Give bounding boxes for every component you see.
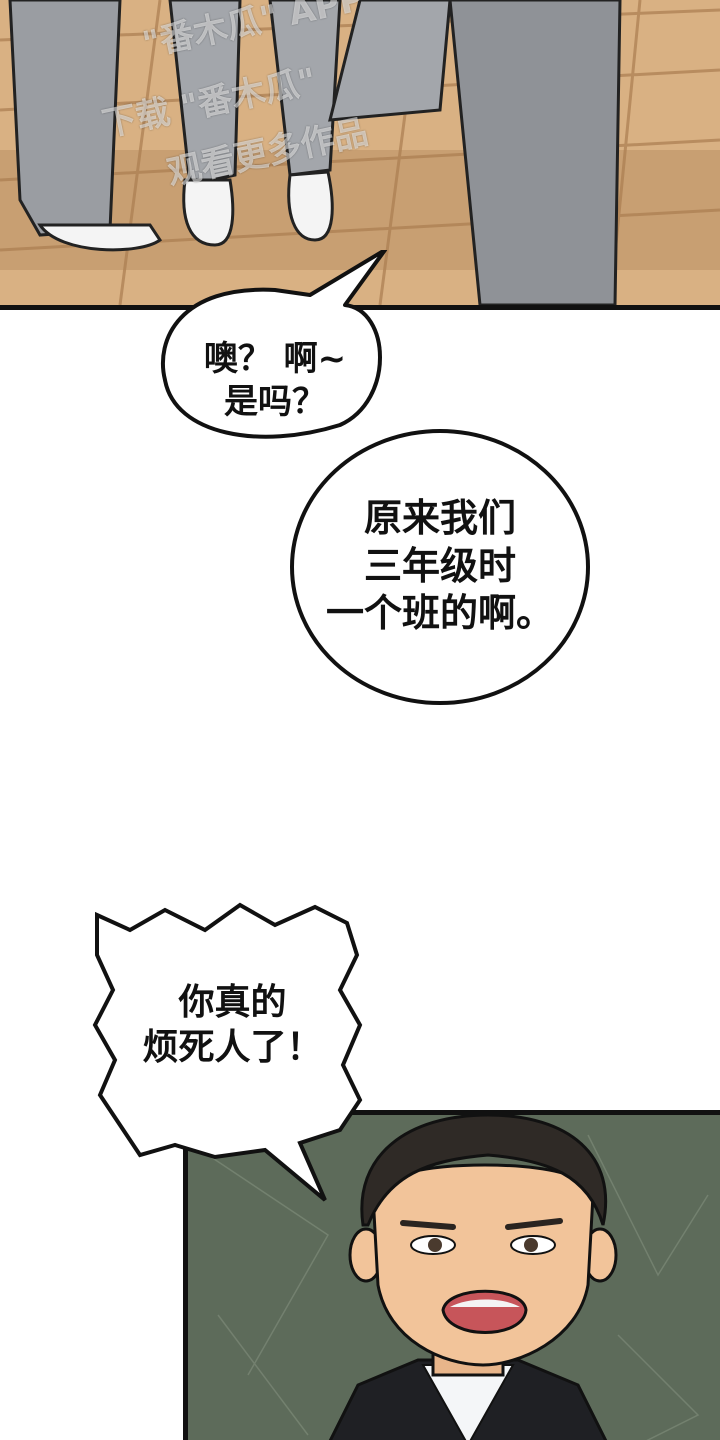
speech-bubble-second xyxy=(290,429,590,705)
legs-illustration xyxy=(0,0,720,305)
bubble-first-line-1: 噢？ 啊~ xyxy=(203,339,347,379)
student-illustration xyxy=(188,1115,720,1440)
shout-line-2: 烦死人了！ xyxy=(142,1027,323,1068)
panel-student xyxy=(183,1110,720,1440)
bubble-second-line-2: 三年级时 xyxy=(363,543,516,588)
bubble-second-text: 原来我们 三年级时 一个班的啊。 xyxy=(300,495,580,638)
speech-bubble-first xyxy=(160,250,387,439)
bubble-second-line-3: 一个班的啊。 xyxy=(325,591,554,635)
shout-bubble xyxy=(92,902,363,1202)
bubble-second-line-1: 原来我们 xyxy=(363,496,516,540)
shout-line-1: 你真的 xyxy=(178,982,287,1023)
panel-legs: "番木瓜" APP 下载 "番木瓜" 观看更多作品 xyxy=(0,0,720,310)
bubble-first-line-2: 是吗？ xyxy=(224,381,326,422)
bubble-first-text: 噢？ 啊~ 是吗？ xyxy=(175,338,375,423)
shout-bubble-text: 你真的 烦死人了！ xyxy=(110,980,355,1070)
